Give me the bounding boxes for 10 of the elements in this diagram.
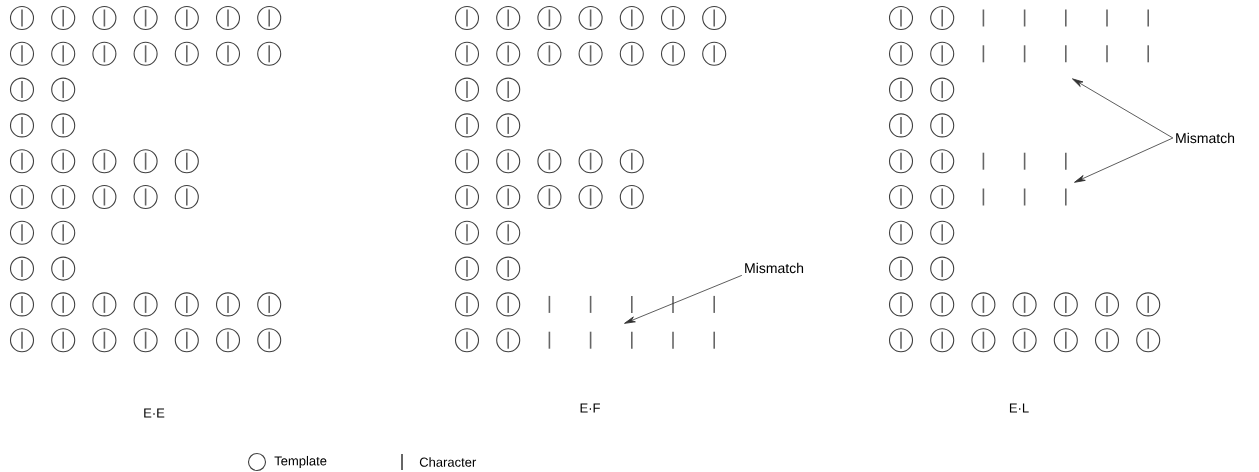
panel-label: E·L <box>1009 403 1029 413</box>
panel-label: E·F <box>580 403 600 413</box>
leader-line <box>1074 137 1174 183</box>
legend-label: Character <box>419 457 477 467</box>
mismatch-label: Mismatch <box>1176 132 1235 144</box>
panel-label: E·E <box>144 408 165 418</box>
leader-line <box>624 274 743 324</box>
leader-line <box>1072 78 1174 139</box>
legend-label: Template <box>274 455 327 469</box>
mismatch-label: Mismatch <box>745 262 804 274</box>
